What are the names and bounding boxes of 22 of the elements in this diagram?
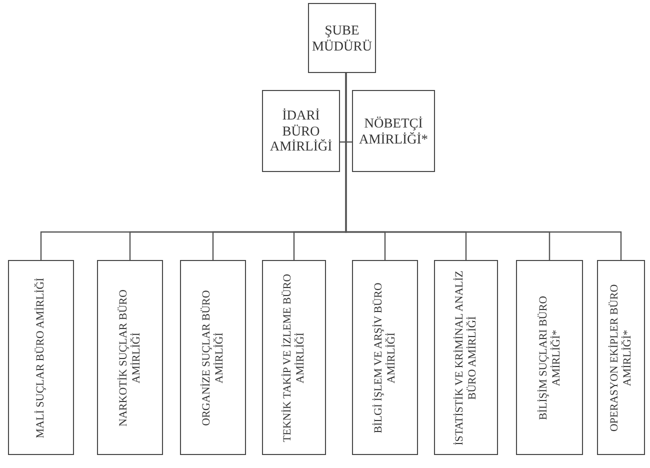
box-label: BİLİŞİM SUÇLARI BÜRO AMİRLİĞİ* [536, 294, 562, 422]
box-label: İSTATİSTİK VE KRİMİNAL ANALİZ BÜRO AMİRLİĞİ [453, 270, 479, 445]
box-label: TEKNİK TAKİP VE İZLEME BÜRO AMİRLİĞİ [281, 272, 307, 444]
org-box [352, 260, 418, 455]
org-box [97, 260, 163, 455]
box-label: İDARİ BÜRO AMİRLİĞİ [268, 108, 334, 154]
org-box [516, 260, 583, 455]
box-label: NÖBETÇİ AMİRLİĞİ* [358, 115, 429, 147]
box-label: ŞUBE MÜDÜRÜ [311, 22, 373, 54]
box-label: MALİ SUÇLAR BÜRO AMİRLİĞİ [34, 276, 48, 440]
org-box [308, 3, 376, 73]
org-box [352, 90, 435, 172]
box-label: ORGANİZE SUÇLAR BÜRO AMİRLİĞİ [200, 288, 226, 428]
box-label: BİLGİ İŞLEM VE ARŞİV BÜRO AMİRLİĞİ [372, 281, 398, 435]
box-label: OPERASYON EKİPLER BÜRO AMİRLİĞİ* [608, 282, 634, 434]
org-box [262, 90, 340, 172]
org-box [8, 260, 74, 455]
org-box [180, 260, 246, 455]
org-box [434, 260, 498, 455]
box-label: NARKOTİK SUÇLAR BÜRO AMİRLİĞİ [117, 288, 143, 428]
org-box [597, 260, 645, 455]
org-box [262, 260, 326, 455]
